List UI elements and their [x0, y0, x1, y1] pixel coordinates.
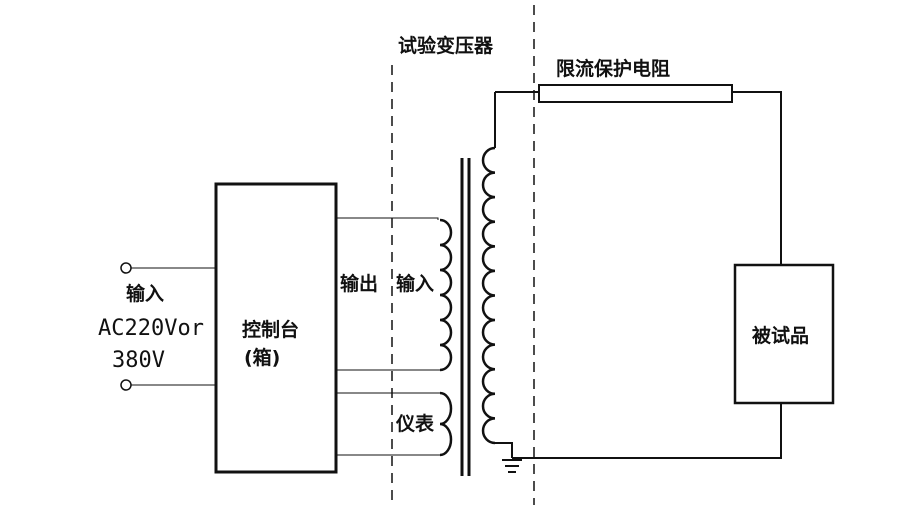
- supply-voltage-label: AC220Vor: [98, 316, 204, 341]
- transformer-input-label: 输入: [396, 272, 434, 295]
- meter-label: 仪表: [395, 412, 435, 435]
- input-terminal-bottom: [120, 379, 132, 391]
- transformer-label: 试验变压器: [398, 34, 494, 57]
- secondary-winding: [481, 146, 496, 445]
- supply-voltage-label-2: 380V: [112, 348, 165, 373]
- protective-resistor: [538, 84, 733, 103]
- test-object-box: [733, 263, 835, 405]
- control-console-box: [214, 182, 338, 474]
- output-wire-top: [336, 217, 439, 220]
- return-wire: [512, 403, 782, 459]
- ground-icon: [502, 459, 522, 473]
- test-object-label: 被试品: [752, 324, 809, 347]
- wire-resistor-to-test-object: [732, 91, 782, 265]
- console-output-label: 输出: [340, 272, 378, 295]
- secondary-lead-bottom: [495, 442, 513, 458]
- control-console-label: 控制台: [242, 318, 299, 341]
- control-console-label-2: (箱): [244, 346, 280, 369]
- input-label: 输入: [126, 282, 164, 305]
- primary-winding: [439, 218, 453, 372]
- protective-resistor-label: 限流保护电阻: [556, 57, 670, 80]
- meter-winding: [439, 391, 453, 457]
- input-terminal-top: [120, 262, 132, 274]
